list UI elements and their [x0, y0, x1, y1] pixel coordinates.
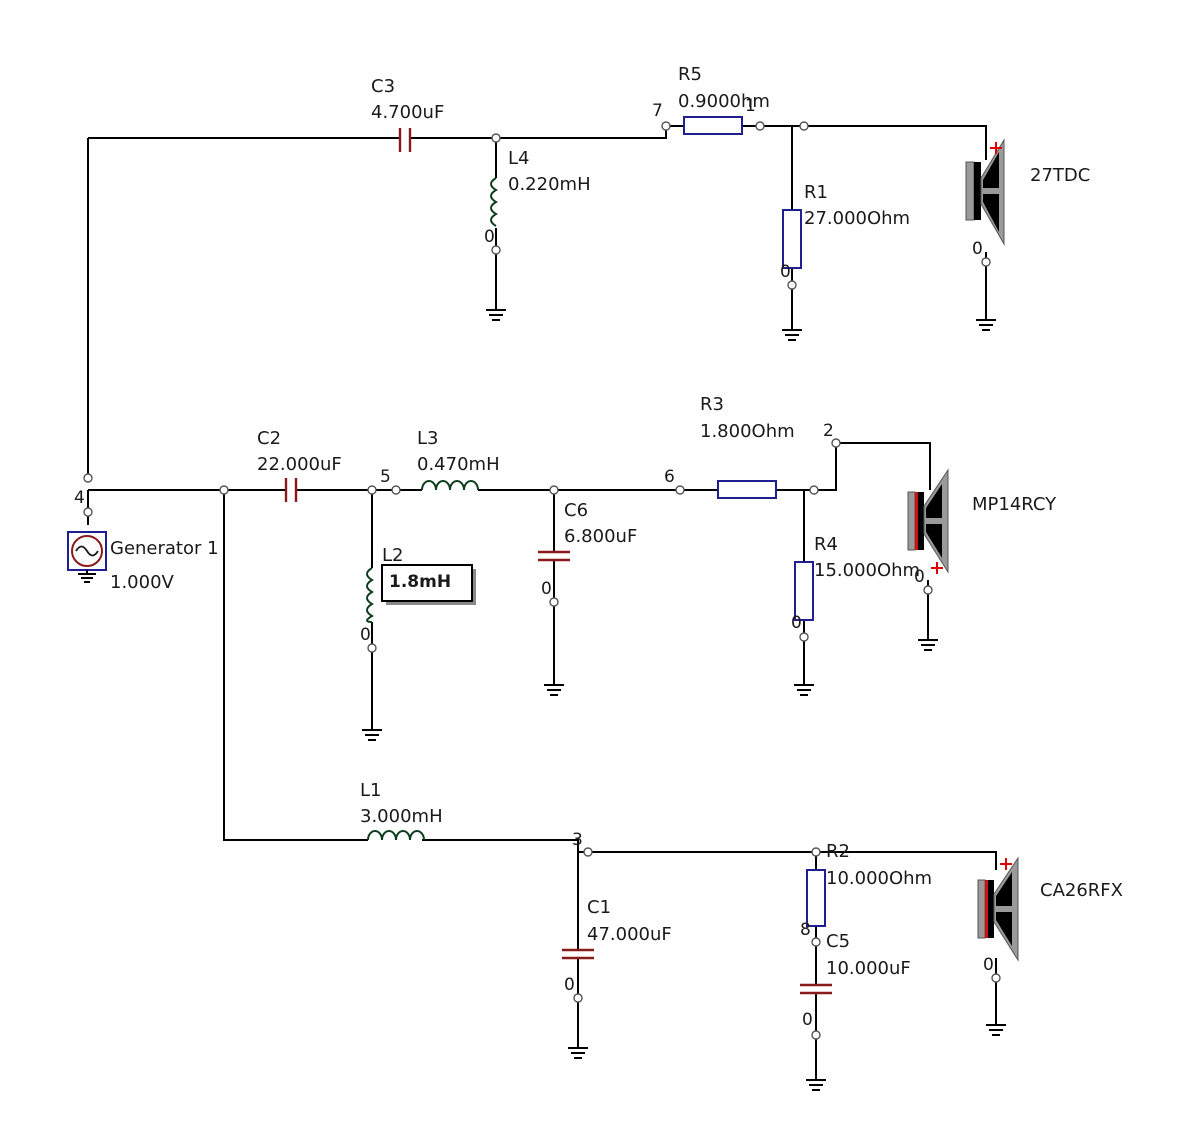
capacitor-c6[interactable]	[538, 550, 570, 562]
node-0: 0	[802, 1010, 813, 1030]
node-0: 0	[360, 625, 371, 645]
component-labels: C3 4.700uF L4 0.220mH R5 0.9000hm R1 27.…	[110, 64, 1123, 979]
l3-name: L3	[417, 428, 438, 449]
capacitor-c5[interactable]	[800, 983, 832, 995]
r3-value: 1.800Ohm	[700, 421, 795, 442]
node-8: 8	[800, 920, 811, 940]
l2-value-edit-box[interactable]	[381, 564, 473, 602]
inductor-l3[interactable]	[421, 480, 479, 491]
c3-name: C3	[371, 76, 395, 97]
node-1: 1	[745, 96, 756, 116]
resistor-r2[interactable]	[806, 869, 826, 927]
wires	[87, 125, 997, 1080]
generator-value: 1.000V	[110, 572, 175, 593]
node-0: 0	[780, 262, 791, 282]
l4-value: 0.220mH	[508, 174, 591, 195]
r4-value: 15.000Ohm	[814, 560, 920, 581]
speaker-icon-mp14rcy[interactable]	[907, 468, 949, 574]
node-0: 0	[983, 955, 994, 975]
c5-name: C5	[826, 931, 850, 952]
pin-connectors	[83, 121, 1001, 1040]
l2-name: L2	[382, 545, 403, 566]
node-0: 0	[541, 579, 552, 599]
node-2: 2	[823, 421, 834, 441]
node-5: 5	[380, 467, 391, 487]
c2-name: C2	[257, 428, 281, 449]
r1-name: R1	[804, 182, 828, 203]
generator-source[interactable]	[67, 531, 107, 583]
node-0: 0	[791, 613, 802, 633]
c1-name: C1	[587, 897, 611, 918]
node-labels: 7 1 2 4 5 6 3 8 0 0 0 0 0 0 0 0 0 0	[74, 96, 994, 1030]
speaker-plus-icon	[1000, 858, 1012, 870]
speaker-mp14rcy-label: MP14RCY	[972, 494, 1057, 515]
speaker-plus-icon	[931, 562, 943, 574]
resistor-r4[interactable]	[794, 561, 814, 621]
ground-icon	[806, 1079, 826, 1091]
c2-value: 22.000uF	[257, 454, 342, 475]
ground-icon	[544, 684, 564, 696]
ground-icon	[976, 319, 996, 331]
speaker-icon-ca26rfx[interactable]	[977, 856, 1019, 962]
r5-value: 0.9000hm	[678, 91, 770, 112]
inductor-l2[interactable]	[366, 567, 374, 623]
capacitor-c1[interactable]	[562, 948, 594, 960]
r5-name: R5	[678, 64, 702, 85]
ground-icon	[782, 329, 802, 341]
l3-value: 0.470mH	[417, 454, 500, 475]
inductor-l1[interactable]	[367, 830, 425, 841]
node-0: 0	[484, 227, 495, 247]
r2-value: 10.000Ohm	[826, 868, 932, 889]
r1-value: 27.000Ohm	[804, 208, 910, 229]
resistor-r5[interactable]	[683, 116, 743, 135]
capacitor-c3[interactable]	[398, 128, 412, 152]
node-0: 0	[564, 975, 575, 995]
ground-icon	[486, 309, 506, 321]
l4-name: L4	[508, 148, 529, 169]
node-0: 0	[914, 567, 925, 587]
speaker-27tdc-label: 27TDC	[1030, 165, 1090, 186]
c1-value: 47.000uF	[587, 924, 672, 945]
r2-name: R2	[826, 841, 850, 862]
ground-icon	[794, 684, 814, 696]
c6-name: C6	[564, 500, 588, 521]
c3-value: 4.700uF	[371, 102, 444, 123]
speaker-plus-icon	[990, 142, 1002, 154]
resistor-r3[interactable]	[717, 480, 777, 499]
generator-name: Generator 1	[110, 538, 219, 559]
ground-icon	[568, 1047, 588, 1059]
speaker-icon-27tdc[interactable]	[965, 138, 1005, 246]
l2-value[interactable]: 1.8mH	[389, 572, 451, 592]
r4-name: R4	[814, 534, 838, 555]
resistor-r1[interactable]	[782, 209, 802, 269]
l1-name: L1	[360, 780, 381, 801]
c5-value: 10.000uF	[826, 958, 911, 979]
inductor-l4[interactable]	[490, 177, 498, 227]
node-4: 4	[74, 488, 85, 508]
c6-value: 6.800uF	[564, 526, 637, 547]
node-0: 0	[972, 239, 983, 259]
node-7: 7	[652, 101, 663, 121]
ground-icon	[918, 639, 938, 651]
speaker-ca26rfx-label: CA26RFX	[1040, 880, 1123, 901]
ground-icon	[362, 729, 382, 741]
node-6: 6	[664, 467, 675, 487]
capacitor-c2[interactable]	[284, 478, 298, 502]
ground-icon	[986, 1024, 1006, 1036]
l1-value: 3.000mH	[360, 806, 443, 827]
node-3: 3	[572, 830, 583, 850]
r3-name: R3	[700, 394, 724, 415]
